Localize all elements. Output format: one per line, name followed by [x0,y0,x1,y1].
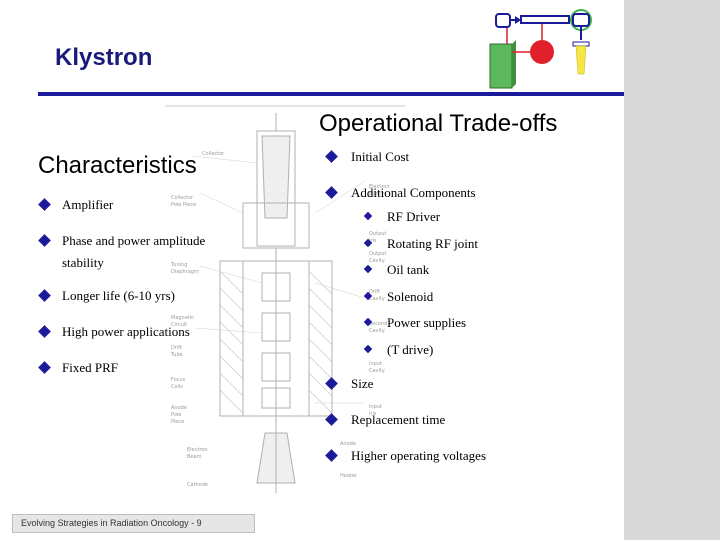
svg-text:Drift: Drift [171,345,182,351]
diamond-bullet-icon [325,448,338,462]
svg-text:Cavity: Cavity [369,258,385,264]
svg-text:Cavity: Cavity [369,296,385,302]
svg-text:Anode: Anode [340,441,356,447]
right-sidebar [624,0,720,540]
diamond-bullet-icon [363,291,373,300]
diamond-bullet-icon [363,211,373,221]
svg-text:Iris: Iris [369,411,377,417]
svg-text:Electron: Electron [187,447,208,453]
svg-text:Tuning: Tuning [170,262,187,268]
diamond-bullet-icon [325,186,338,199]
svg-text:Electron: Electron [369,184,390,190]
diamond-bullet-icon [363,264,373,274]
svg-text:Collector: Collector [202,151,225,157]
diamond-bullet-icon [363,344,373,353]
diamond-bullet-icon [38,325,51,338]
svg-text:Beam: Beam [187,454,202,460]
svg-text:Coils: Coils [171,384,183,390]
svg-text:Collector: Collector [171,195,194,201]
svg-text:Pole: Pole [171,412,181,418]
svg-text:Iris: Iris [369,238,377,244]
sub-list-item: Solenoid [325,287,625,307]
svg-text:Second: Second [369,321,387,327]
trade-offs-list: Initial Cost Additional Components RF Dr… [325,147,625,482]
svg-text:Focus: Focus [171,377,186,383]
svg-text:Input: Input [369,404,382,410]
footer-bar: Evolving Strategies in Radiation Oncolog… [12,514,255,533]
svg-text:Cathode: Cathode [187,482,208,488]
diamond-bullet-icon [38,234,51,247]
svg-text:Cavity: Cavity [369,328,385,334]
list-item: Initial Cost [325,147,625,167]
diamond-bullet-icon [325,412,338,426]
svg-text:Piece: Piece [171,419,184,425]
svg-text:Bunch: Bunch [369,191,385,197]
list-item: Replacement time [325,410,625,430]
title-underline [38,92,624,96]
list-item: Longer life (6-10 yrs) [38,285,248,307]
list-item: Size [325,374,625,394]
diamond-bullet-icon [363,238,373,247]
footer-text: Evolving Strategies in Radiation Oncolog… [21,518,202,528]
klystron-cross-section-diagram: Collector Collector Pole Piece Tuning Di… [165,105,405,493]
linac-logo-icon [489,9,592,89]
svg-text:Tube: Tube [170,352,183,358]
svg-text:Diaphragm: Diaphragm [171,269,199,275]
list-item: Amplifier [38,194,248,216]
diamond-bullet-icon [325,150,338,163]
sub-list-item: Rotating RF joint [325,234,625,254]
sub-list-item: Oil tank [325,260,625,280]
list-item: Additional Components [325,183,625,203]
diamond-bullet-icon [38,198,51,211]
diamond-bullet-icon [38,289,51,302]
slide-title: Klystron [55,44,153,71]
diamond-bullet-icon [325,376,338,390]
svg-text:Output: Output [369,251,386,257]
list-item: Higher operating voltages [325,446,625,466]
diamond-bullet-icon [363,317,373,327]
diamond-bullet-icon [38,361,51,374]
svg-text:Drift: Drift [369,289,380,295]
svg-text:Output: Output [369,231,386,237]
characteristics-list: Amplifier Phase and power amplitude stab… [38,194,248,393]
svg-text:Pole Piece: Pole Piece [171,202,196,208]
svg-text:Heater: Heater [340,473,358,479]
list-item: High power applications [38,321,248,343]
sub-list-item: RF Driver [325,207,625,227]
characteristics-heading: Characteristics [38,152,197,179]
trade-offs-heading: Operational Trade-offs [319,110,558,137]
svg-text:Circuit: Circuit [171,322,187,328]
list-item: Phase and power amplitude stability [38,230,248,274]
svg-text:Magnetic: Magnetic [171,315,194,321]
list-item: Fixed PRF [38,357,248,379]
svg-text:Cavity: Cavity [369,368,385,374]
sub-list-item: (T drive) [325,340,625,360]
sub-list-item: Power supplies [325,313,625,333]
svg-text:Input: Input [369,361,382,367]
svg-text:Anode: Anode [171,405,187,411]
